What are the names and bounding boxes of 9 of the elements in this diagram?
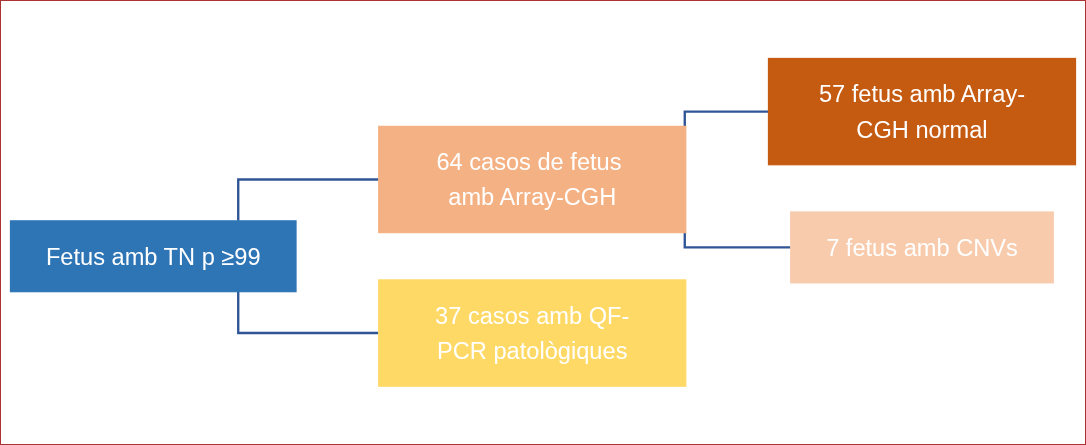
node-box: Fetus amb TN p ≥99 [9, 220, 297, 293]
connector [237, 291, 379, 335]
node-box: 64 casos de fetus amb Array-CGH [378, 125, 687, 234]
connector [237, 178, 379, 221]
connector [683, 232, 791, 249]
connector [683, 110, 769, 127]
node-box: 7 fetus amb CNVs [790, 211, 1054, 284]
node-box: 57 fetus amb Array-CGH normal [767, 58, 1077, 166]
node-box: 37 casos amb QF-PCR patològiques [378, 279, 687, 387]
